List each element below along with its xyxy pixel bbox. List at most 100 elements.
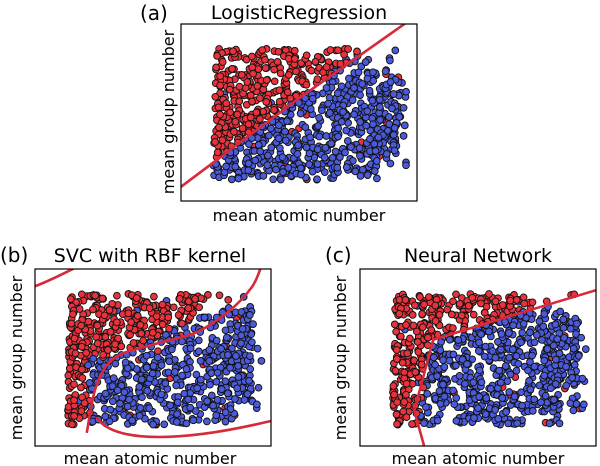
panel-a-title: LogisticRegression bbox=[211, 2, 387, 24]
blue-data-point bbox=[322, 84, 331, 92]
red-data-point bbox=[70, 334, 79, 343]
blue-data-point bbox=[209, 401, 217, 410]
blue-data-point bbox=[574, 351, 583, 360]
red-data-point bbox=[256, 94, 264, 103]
red-data-point bbox=[393, 398, 402, 407]
red-data-point bbox=[326, 46, 335, 54]
red-data-point bbox=[77, 383, 85, 392]
blue-data-point bbox=[431, 360, 439, 369]
blue-data-point bbox=[470, 414, 478, 422]
red-data-point bbox=[275, 86, 284, 95]
blue-data-point bbox=[562, 381, 571, 390]
blue-data-point bbox=[519, 319, 528, 328]
red-data-point bbox=[336, 59, 345, 68]
panel-c-label: (c) bbox=[325, 243, 352, 267]
blue-data-point bbox=[253, 400, 261, 409]
blue-data-point bbox=[336, 153, 344, 161]
red-data-point bbox=[284, 71, 293, 79]
blue-data-point bbox=[440, 363, 449, 371]
blue-data-point bbox=[254, 141, 263, 149]
blue-data-point bbox=[234, 174, 243, 183]
red-data-point bbox=[398, 358, 407, 367]
blue-data-point bbox=[222, 333, 231, 342]
red-data-point bbox=[230, 127, 238, 136]
blue-data-point bbox=[385, 120, 394, 128]
red-data-point bbox=[452, 290, 460, 299]
blue-data-point bbox=[276, 144, 284, 152]
blue-data-point bbox=[281, 127, 289, 136]
panel-b-xlabel: mean atomic number bbox=[64, 449, 237, 466]
blue-data-point bbox=[469, 378, 478, 387]
red-data-point bbox=[154, 347, 162, 356]
blue-data-point bbox=[445, 356, 454, 365]
red-data-point bbox=[248, 63, 257, 72]
blue-data-point bbox=[482, 394, 491, 402]
blue-data-point bbox=[221, 417, 230, 426]
red-data-point bbox=[70, 412, 78, 420]
panel-c-points bbox=[389, 290, 590, 429]
panel-b-boundary-bottom-right bbox=[95, 416, 271, 439]
blue-data-point bbox=[237, 339, 245, 348]
blue-data-point bbox=[334, 124, 343, 133]
blue-data-point bbox=[274, 134, 283, 143]
blue-data-point bbox=[237, 308, 246, 316]
blue-data-point bbox=[203, 397, 211, 406]
panel-b-boundary-top-left bbox=[35, 269, 76, 288]
blue-data-point bbox=[450, 400, 459, 409]
red-data-point bbox=[302, 80, 311, 89]
blue-data-point bbox=[224, 351, 232, 359]
blue-data-point bbox=[105, 417, 114, 426]
red-data-point bbox=[468, 293, 477, 302]
red-data-point bbox=[417, 360, 426, 369]
red-data-point bbox=[229, 47, 237, 56]
blue-data-point bbox=[356, 91, 364, 99]
red-data-point bbox=[98, 294, 107, 303]
red-data-point bbox=[307, 66, 316, 75]
red-data-point bbox=[77, 321, 86, 330]
blue-data-point bbox=[578, 374, 587, 383]
blue-data-point bbox=[452, 394, 461, 402]
red-data-point bbox=[254, 65, 263, 73]
red-data-point bbox=[270, 65, 278, 74]
blue-data-point bbox=[296, 109, 305, 118]
blue-data-point bbox=[116, 399, 124, 408]
blue-data-point bbox=[433, 372, 441, 380]
blue-data-point bbox=[463, 360, 471, 368]
blue-data-point bbox=[254, 383, 263, 392]
blue-data-point bbox=[365, 86, 374, 95]
blue-data-point bbox=[284, 163, 293, 172]
blue-data-point bbox=[248, 338, 256, 347]
blue-data-point bbox=[350, 84, 358, 92]
red-data-point bbox=[228, 65, 236, 73]
red-data-point bbox=[178, 319, 186, 328]
red-data-point bbox=[464, 301, 473, 310]
blue-data-point bbox=[375, 95, 384, 104]
blue-data-point bbox=[318, 106, 326, 115]
blue-data-point bbox=[528, 351, 536, 360]
blue-data-point bbox=[89, 354, 98, 363]
blue-data-point bbox=[363, 171, 372, 179]
blue-data-point bbox=[101, 389, 110, 398]
blue-data-point bbox=[551, 320, 560, 329]
red-data-point bbox=[77, 407, 86, 415]
blue-data-point bbox=[301, 123, 310, 132]
red-data-point bbox=[353, 47, 361, 56]
blue-data-point bbox=[246, 365, 255, 373]
blue-data-point bbox=[232, 352, 240, 360]
red-data-point bbox=[498, 301, 507, 309]
red-data-point bbox=[216, 110, 224, 119]
blue-data-point bbox=[386, 78, 395, 86]
blue-data-point bbox=[173, 410, 181, 418]
blue-data-point bbox=[373, 174, 381, 183]
blue-data-point bbox=[525, 377, 533, 385]
blue-data-point bbox=[167, 345, 176, 354]
blue-data-point bbox=[577, 333, 586, 342]
blue-data-point bbox=[356, 151, 364, 160]
blue-data-point bbox=[420, 419, 428, 428]
red-data-point bbox=[491, 297, 500, 306]
blue-data-point bbox=[275, 121, 283, 130]
red-data-point bbox=[400, 398, 409, 406]
blue-data-point bbox=[512, 366, 521, 375]
blue-data-point bbox=[556, 307, 565, 316]
red-data-point bbox=[104, 346, 112, 354]
